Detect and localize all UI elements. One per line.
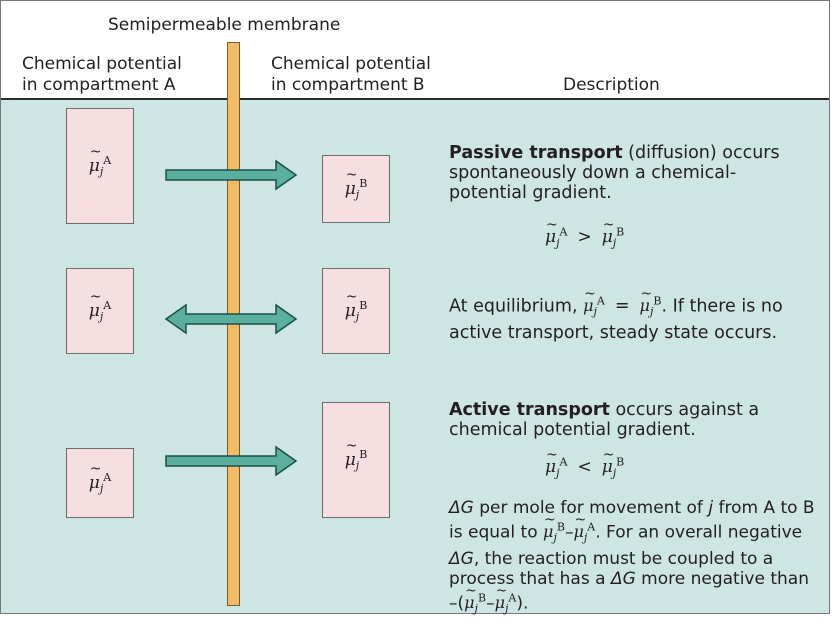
mu-b-symbol: μjB: [345, 289, 368, 323]
active-transport-text: occurs against a chemical potential grad…: [449, 400, 760, 440]
transport-arrow: [165, 159, 298, 191]
compartment-a-label: Chemical potential in compartment A: [22, 54, 182, 96]
compartment-a-line-2: in compartment A: [22, 75, 176, 95]
passive-transport-description: Passive transport (diffusion) occurs spo…: [449, 143, 809, 203]
compartment-b-line-2: in compartment B: [271, 75, 425, 95]
passive-relation: μjA>μjB: [545, 215, 624, 253]
relation-greater: >: [577, 226, 592, 247]
potential-box-b-row1: μjB: [322, 155, 390, 223]
potential-box-b-row3: μjB: [322, 402, 390, 518]
free-energy-note: ΔG per mole for movement of j from A to …: [449, 498, 819, 619]
passive-transport-title: Passive transport: [449, 143, 623, 163]
equilibrium-suffix: . If there is no active transport, stead…: [449, 296, 783, 343]
mu-a-symbol: μjA: [89, 461, 111, 495]
compartment-b-line-1: Chemical potential: [271, 54, 431, 74]
potential-box-b-row2: μjB: [322, 268, 390, 354]
relation-less: <: [577, 456, 592, 477]
active-transport-description: Active transport occurs against a chemic…: [449, 400, 809, 440]
equilibrium-description: At equilibrium, μjA=μjB. If there is no …: [449, 284, 809, 343]
diagram-panel: [1, 100, 829, 613]
mu-b-symbol: μjB: [345, 167, 368, 201]
compartment-b-label: Chemical potential in compartment B: [271, 54, 431, 96]
equilibrium-prefix: At equilibrium,: [449, 296, 578, 317]
bidirectional-arrow: [164, 303, 298, 335]
active-relation: μjA<μjB: [545, 445, 624, 483]
header-divider: [1, 98, 829, 100]
header-band: [1, 1, 829, 98]
mu-b-symbol: μjB: [345, 438, 368, 472]
potential-box-a-row1: μjA: [66, 108, 134, 224]
potential-box-a-row2: μjA: [66, 268, 134, 354]
transport-arrow: [165, 445, 298, 477]
relation-equal: =: [614, 296, 630, 317]
potential-box-a-row3: μjA: [66, 448, 134, 518]
membrane-label: Semipermeable membrane: [108, 15, 341, 35]
mu-a-symbol: μjA: [89, 144, 111, 178]
active-transport-title: Active transport: [449, 400, 610, 420]
description-header: Description: [563, 75, 660, 95]
passive-transport-text: (diffusion) occurs spontaneously down a …: [449, 143, 780, 203]
compartment-a-line-1: Chemical potential: [22, 54, 182, 74]
mu-a-symbol: μjA: [89, 289, 111, 323]
